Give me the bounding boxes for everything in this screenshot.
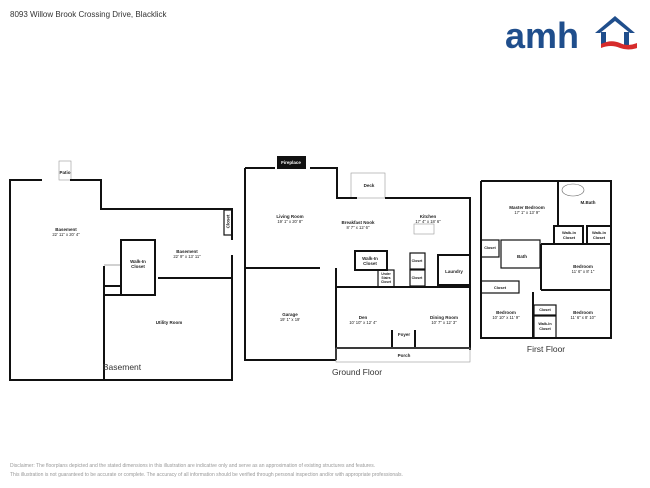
logo-text: amh xyxy=(505,15,579,53)
room-ground-closet-upper: Closet xyxy=(411,259,423,263)
room-bath: Bath xyxy=(517,254,527,259)
room-ground-walkin-closet: Walk-In Closet xyxy=(362,256,378,266)
fireplace-label: Fireplace xyxy=(281,160,301,165)
room-basement-closet: Closet xyxy=(225,214,231,229)
first-floor-plan xyxy=(480,180,612,339)
room-first-closet-stairs: Closet xyxy=(493,285,507,290)
basement-plan xyxy=(9,160,233,381)
disclaimer-line-1: Disclaimer: The floorplans depicted and … xyxy=(10,463,376,469)
room-foyer: Foyer xyxy=(397,332,411,337)
floor-title-ground: Ground Floor xyxy=(331,367,383,377)
disclaimer-line-2: This illustration is not guaranteed to b… xyxy=(10,472,403,478)
amh-logo: amh xyxy=(505,15,637,53)
room-patio: Patio xyxy=(59,170,71,175)
room-utility: Utility Room xyxy=(155,320,183,325)
red-swoosh-icon xyxy=(601,41,637,50)
house-roof-icon xyxy=(595,16,635,33)
room-master-bath: M.Bath xyxy=(580,200,596,205)
room-first-walkin-closet-2: Walk-In Closet xyxy=(591,230,607,240)
room-under-stairs-closet: Under Stairs Closet xyxy=(380,272,392,284)
ground-floor-plan xyxy=(244,156,471,363)
floor-title-basement: Basement xyxy=(102,362,142,372)
room-first-closet-hall: Closet xyxy=(484,246,496,250)
room-porch: Porch xyxy=(397,353,411,358)
room-basement-walkin-closet: Walk-In Closet xyxy=(130,259,146,269)
room-deck: Deck xyxy=(363,183,375,188)
room-first-walkin-closet-1: Walk-In Closet xyxy=(561,230,577,240)
floor-title-first: First Floor xyxy=(526,344,566,354)
room-ground-closet-lower: Closet xyxy=(411,276,423,280)
room-laundry: Laundry xyxy=(445,269,463,274)
room-first-closet-small: Closet xyxy=(539,308,551,312)
disclaimer: Disclaimer: The floorplans depicted and … xyxy=(10,462,403,480)
room-first-walkin-closet-3: Walk-In Closet xyxy=(538,322,552,331)
property-address: 8093 Willow Brook Crossing Drive, Blackl… xyxy=(10,10,167,19)
